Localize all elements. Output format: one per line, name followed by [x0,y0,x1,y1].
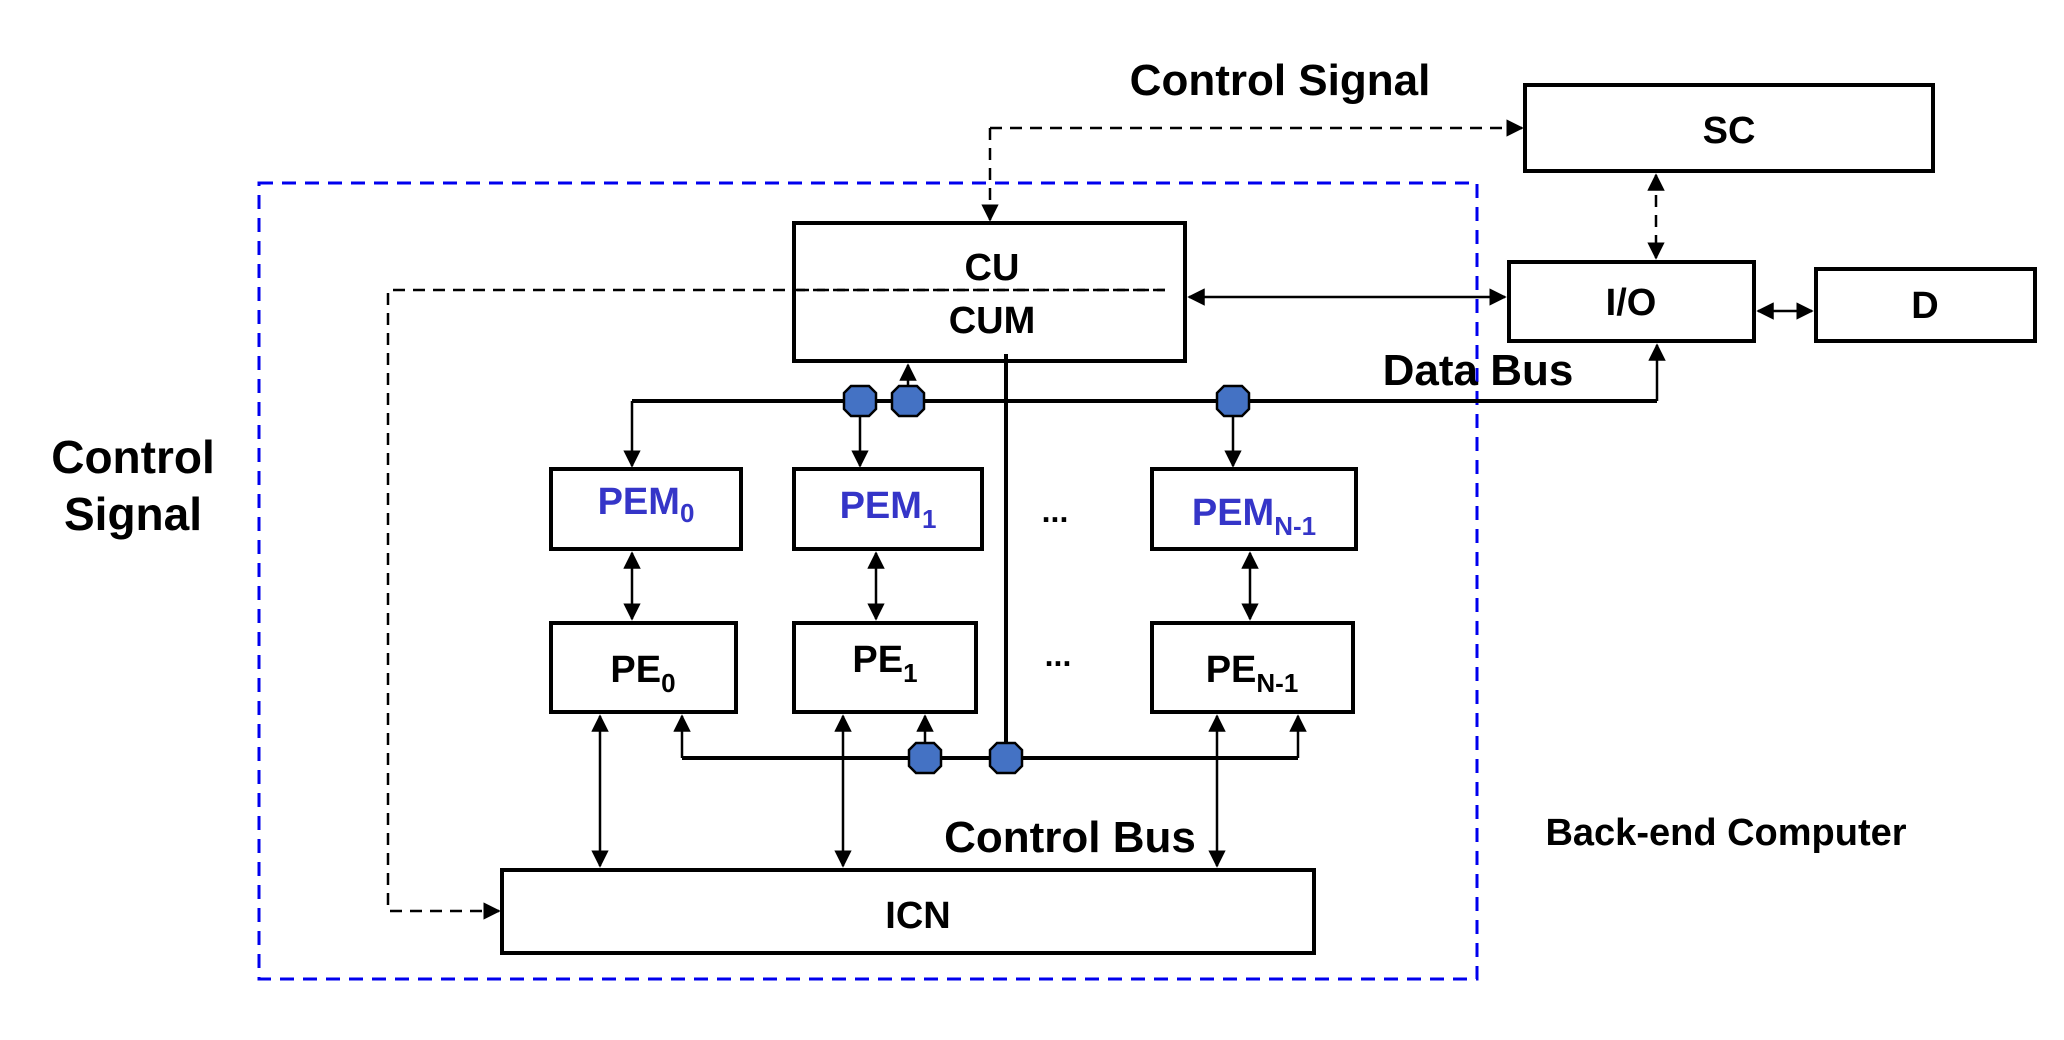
pemn-box [1150,467,1358,551]
pe-ellipsis: ... [1045,637,1072,673]
sc-box [1523,83,1935,173]
back-end-computer-label: Back-end Computer [1545,812,1906,854]
pen-label: PEN-1 [1206,649,1299,698]
pen-box [1150,621,1355,714]
data-bus-connector-pem0 [842,384,878,418]
pem1-label: PEM1 [840,485,937,534]
pemn-label: PEMN-1 [1192,492,1316,541]
cu-box [792,221,1187,363]
data-bus-connector-cu [890,384,926,418]
control-signal-top-label: Control Signal [1130,56,1431,105]
pem-ellipsis: ... [1042,493,1069,529]
pem0-box [549,467,743,551]
pem0-label: PEM0 [598,481,695,528]
d-box [1814,267,2037,343]
control-signal-left-label-line2: Signal [64,488,202,540]
pem1-box [792,467,984,551]
control-signal-left-label-line1: Control [51,431,215,483]
data-bus-connector-pemn [1215,384,1251,418]
icn-box [500,868,1316,955]
pe0-label: PE0 [610,649,675,698]
control-signal-cu-icn-line [386,288,1165,920]
back-end-computer-boundary [257,181,1479,981]
pe1-box [792,621,978,714]
d-label: D [1911,285,1938,327]
io-label: I/O [1606,282,1657,324]
sc-label: SC [1703,110,1756,152]
control-bus-label: Control Bus [944,813,1196,862]
cu-label: CU [965,247,1020,289]
cum-label: CUM [949,300,1036,342]
control-bus-connector-pe1 [907,741,943,775]
io-box [1507,260,1756,343]
pe0-box [549,621,738,714]
control-bus-connector-cum [988,741,1024,775]
icn-label: ICN [885,895,950,937]
data-bus-label: Data Bus [1383,346,1574,395]
pe1-label: PE1 [852,639,917,688]
